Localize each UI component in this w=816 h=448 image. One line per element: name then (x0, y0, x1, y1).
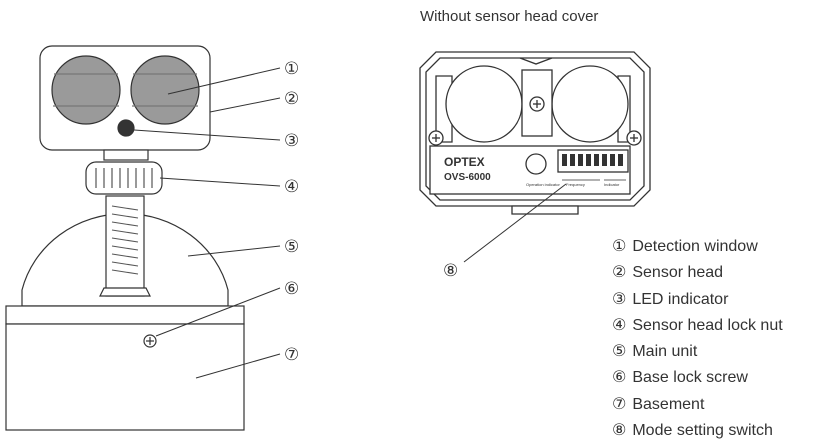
mode-setting-switch (557, 149, 629, 173)
leader-lines-left (133, 67, 281, 379)
led-indicator (117, 119, 135, 137)
detection-window-right (130, 55, 200, 125)
callout-7: ⑦ (284, 345, 299, 364)
brand-logo: OPTEX (444, 155, 485, 169)
callout-6: ⑥ (284, 279, 299, 298)
callout-4: ④ (284, 177, 299, 196)
callouts-left: ① ② ③ ④ ⑤ ⑥ ⑦ (284, 59, 299, 364)
lock-nut (85, 161, 163, 195)
callout-1: ① (284, 59, 299, 78)
caption: Without sensor head cover (420, 8, 599, 25)
basement (5, 323, 245, 431)
detection-window-left (51, 55, 121, 125)
switch-label-frequency: Frequency (566, 182, 585, 187)
callout-5: ⑤ (284, 237, 299, 256)
switch-label-indicator: Indicator (604, 182, 620, 187)
callout-2: ② (284, 89, 299, 108)
sensor-assembly (5, 45, 245, 431)
callout-8: ⑧ (443, 261, 458, 280)
operation-indicator (525, 153, 547, 175)
model-label: OVS-6000 (444, 172, 491, 183)
leader-line-8 (463, 183, 567, 263)
device-no-cover (419, 51, 651, 215)
callout-3: ③ (284, 131, 299, 150)
operation-indicator-label: Operation indicator (526, 182, 560, 187)
